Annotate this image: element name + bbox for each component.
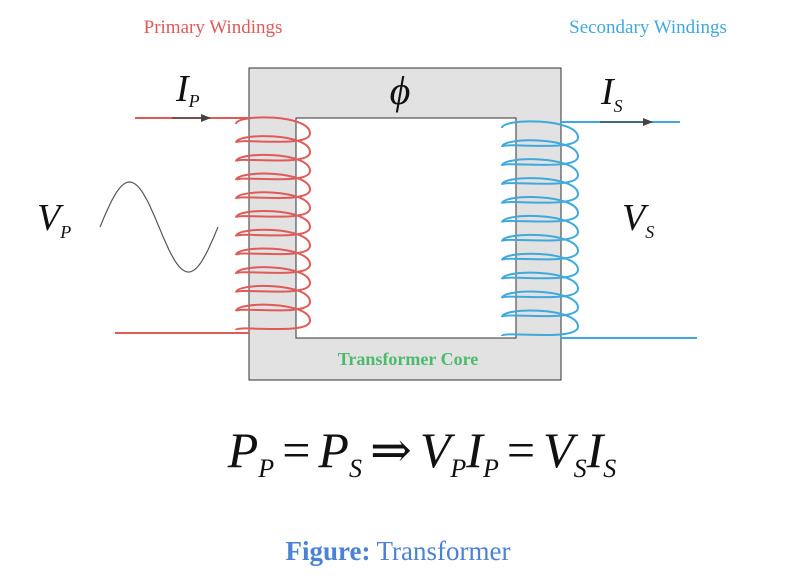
secondary-windings-label: Secondary Windings bbox=[569, 17, 727, 38]
primary-voltage-subscript: P bbox=[59, 222, 71, 242]
figure-caption: Figure:Transformer bbox=[286, 536, 511, 566]
eq-sub-ip: P bbox=[482, 454, 499, 483]
primary-current-label: IP bbox=[175, 68, 200, 111]
flux-symbol: ϕ bbox=[390, 68, 411, 113]
eq-term-ip: I bbox=[465, 422, 485, 478]
eq-implies: ⇒ bbox=[370, 422, 412, 478]
eq-sub-ps: S bbox=[349, 454, 362, 483]
primary-current-subscript: P bbox=[188, 91, 200, 111]
primary-voltage-symbol: V bbox=[37, 197, 64, 239]
eq-sub-pp: P bbox=[257, 454, 274, 483]
transformer-core bbox=[248, 67, 562, 381]
eq-sub-vp: P bbox=[449, 454, 466, 483]
secondary-current-symbol: I bbox=[600, 71, 616, 113]
eq-term-ps: P bbox=[317, 422, 349, 478]
eq-term-vp: V bbox=[420, 422, 456, 478]
secondary-voltage-subscript: S bbox=[645, 222, 654, 242]
eq-sub-vs: S bbox=[574, 454, 587, 483]
primary-current-symbol: I bbox=[175, 68, 191, 110]
primary-windings-label: Primary Windings bbox=[144, 17, 283, 38]
transformer-core-label: Transformer Core bbox=[338, 349, 478, 369]
eq-equals-1: = bbox=[282, 422, 310, 478]
eq-sub-is: S bbox=[603, 454, 616, 483]
secondary-voltage-symbol: V bbox=[622, 197, 649, 239]
eq-term-pp: P bbox=[227, 422, 259, 478]
figure-caption-text: Transformer bbox=[376, 536, 510, 566]
power-equation: PP=PS⇒VPIP=VSIS bbox=[227, 422, 616, 483]
secondary-coil bbox=[501, 120, 580, 337]
figure-caption-prefix: Figure: bbox=[286, 536, 371, 566]
eq-term-vs: V bbox=[543, 422, 579, 478]
eq-term-is: I bbox=[586, 422, 606, 478]
secondary-voltage-label: VS bbox=[622, 197, 654, 242]
secondary-current-subscript: S bbox=[614, 96, 623, 116]
primary-coil bbox=[235, 116, 312, 331]
ac-source-wave-icon bbox=[99, 181, 219, 273]
secondary-current-label: IS bbox=[600, 71, 623, 116]
eq-equals-2: = bbox=[507, 422, 535, 478]
primary-voltage-label: VP bbox=[37, 197, 71, 242]
